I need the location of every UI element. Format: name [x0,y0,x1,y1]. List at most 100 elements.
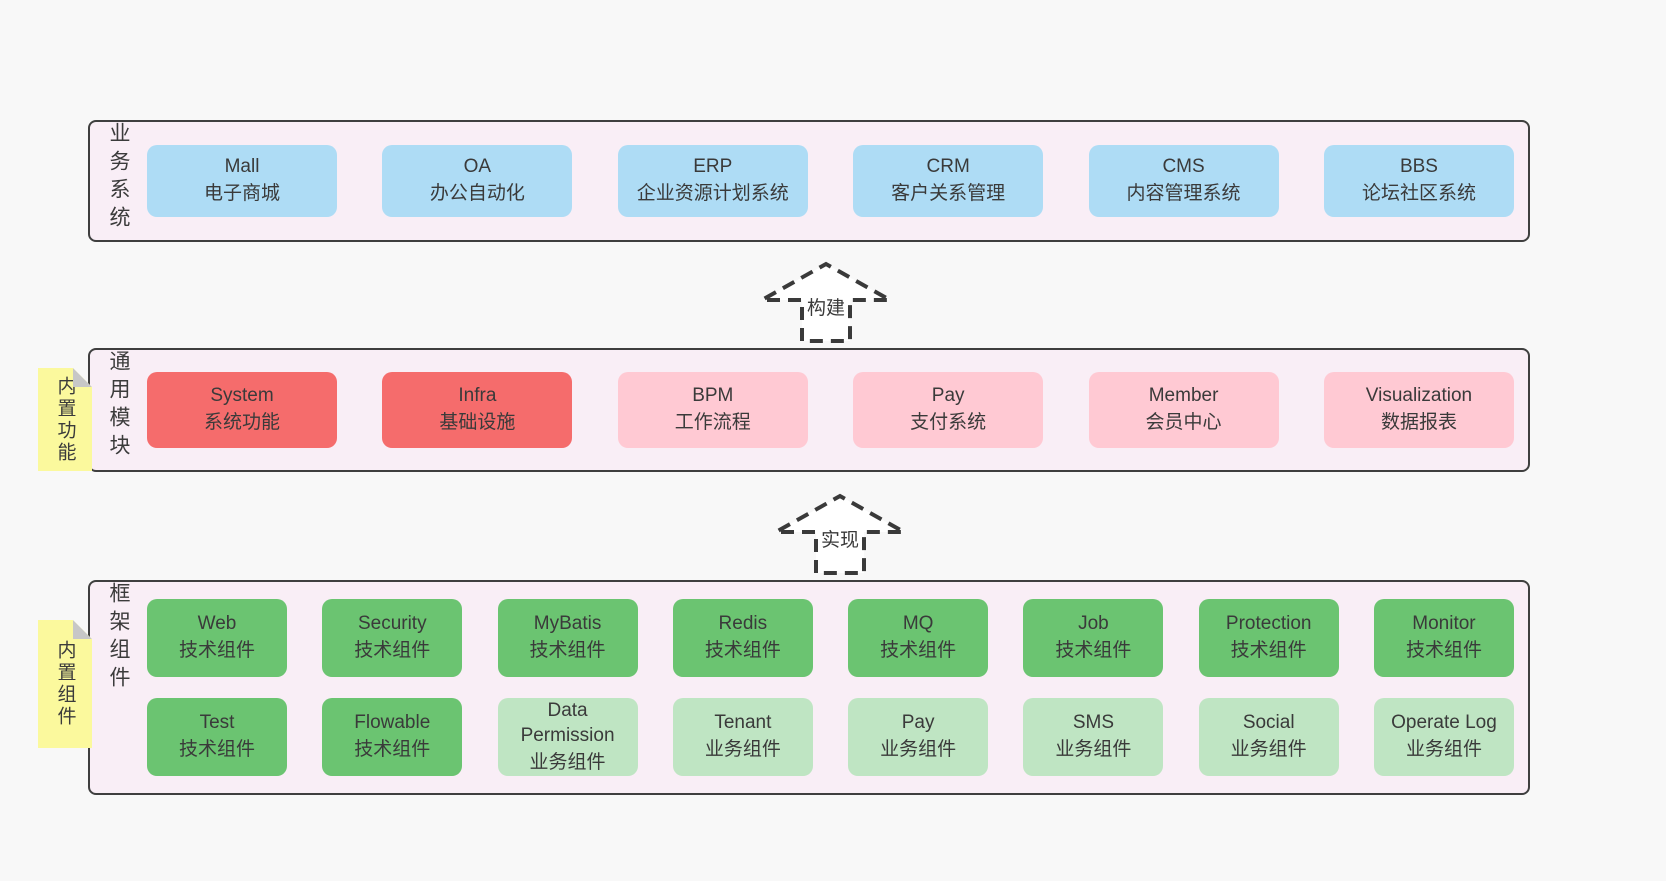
box-subtitle: 技术组件 [354,640,431,662]
box-title: Social [1242,712,1295,734]
box-title: Data Permission [520,699,615,747]
diagram-box-pay: Pay 业务组件 [848,698,989,776]
diagram-box-tenant: Tenant 业务组件 [672,698,813,776]
arrow-build: 构建 [756,255,896,343]
box-subtitle: 业务组件 [529,751,606,773]
box-subtitle: 技术组件 [1055,640,1132,662]
box-subtitle: 技术组件 [880,640,957,662]
diagram-box-mall: Mall 电子商城 [147,145,337,217]
box-title: Web [197,613,237,635]
box-title: System [210,385,274,407]
box-row: Mall 电子商城 OA 办公自动化 ERP 企业资源计划系统 CRM 客户关系管理 CMS 内容… [147,145,1514,217]
diagram-box-member: Member 会员中心 [1088,372,1279,448]
arrow-implement-label: 实现 [821,529,859,551]
box-subtitle: 论坛社区系统 [1361,183,1476,205]
box-title: Monitor [1412,613,1476,635]
box-subtitle: 客户关系管理 [891,183,1006,205]
box-subtitle: 系统功能 [203,412,280,434]
box-title: Protection [1225,613,1312,635]
box-title: Visualization [1365,385,1473,407]
box-title: MyBatis [533,613,602,635]
diagram-box-redis: Redis 技术组件 [672,599,813,677]
panel-label-business-systems: 业务系统 [107,122,130,234]
box-title: BPM [692,385,734,407]
box-title: BBS [1399,156,1438,178]
panel-business-systems: 业务系统 Mall 电子商城 OA 办公自动化 ERP 企业资源计划系统 CRM 客户关系管理… [88,120,1530,242]
box-subtitle: 基础设施 [439,412,516,434]
common-modules-boxes: System 系统功能 Infra 基础设施 BPM 工作流程 Pay 支付系统 Member 会… [147,350,1514,470]
box-subtitle: 数据报表 [1380,412,1457,434]
box-title: Mall [224,156,260,178]
diagram-box-job: Job 技术组件 [1023,599,1164,677]
sticky-note-built-in-components: 内置组件 [38,620,92,748]
diagram-box-web: Web 技术组件 [147,599,287,677]
diagram-box-oa: OA 办公自动化 [382,145,573,217]
box-row: System 系统功能 Infra 基础设施 BPM 工作流程 Pay 支付系统 Member 会… [147,372,1514,448]
box-subtitle: 技术组件 [1230,640,1307,662]
box-subtitle: 业务组件 [1230,739,1307,761]
box-subtitle: 技术组件 [1405,640,1482,662]
diagram-box-pay: Pay 支付系统 [853,372,1044,448]
box-title: Job [1078,613,1109,635]
up-arrow-dashed-icon: 实现 [770,493,910,575]
diagram-box-monitor: Monitor 技术组件 [1373,599,1514,677]
box-title: Tenant [714,712,772,734]
up-arrow-dashed-icon: 构建 [756,261,896,343]
box-subtitle: 技术组件 [704,640,781,662]
box-title: SMS [1072,712,1114,734]
box-title: Pay [901,712,935,734]
box-subtitle: 办公自动化 [429,183,525,205]
diagram-box-bpm: BPM 工作流程 [617,372,808,448]
box-title: CMS [1162,156,1205,178]
box-title: OA [463,156,492,178]
panel-label-framework-components: 框架组件 [107,582,130,694]
box-subtitle: 业务组件 [1405,739,1482,761]
box-subtitle: 技术组件 [354,739,431,761]
diagram-box-data-permission: Data Permission 业务组件 [497,698,638,776]
box-subtitle: 内容管理系统 [1126,183,1241,205]
box-subtitle: 企业资源计划系统 [636,183,789,205]
box-title: Security [357,613,427,635]
box-subtitle: 技术组件 [178,640,255,662]
box-subtitle: 电子商城 [203,183,280,205]
diagram-box-visualization: Visualization 数据报表 [1323,372,1514,448]
box-title: Operate Log [1391,712,1497,734]
business-systems-boxes: Mall 电子商城 OA 办公自动化 ERP 企业资源计划系统 CRM 客户关系管理 CMS 内容… [147,122,1514,240]
box-subtitle: 会员中心 [1145,412,1222,434]
box-title: Flowable [354,712,431,734]
diagram-box-mybatis: MyBatis 技术组件 [497,599,638,677]
box-subtitle: 支付系统 [910,412,987,434]
box-subtitle: 技术组件 [529,640,606,662]
box-title: ERP [693,156,733,178]
box-title: Redis [718,613,768,635]
sticky-note-built-in-features: 内置功能 [38,368,92,471]
box-title: Member [1148,385,1219,407]
diagram-box-infra: Infra 基础设施 [382,372,573,448]
arrow-implement: 实现 [770,487,910,575]
diagram-box-flowable: Flowable 技术组件 [322,698,463,776]
diagram-box-erp: ERP 企业资源计划系统 [617,145,808,217]
diagram-box-crm: CRM 客户关系管理 [853,145,1044,217]
box-subtitle: 业务组件 [880,739,957,761]
diagram-box-security: Security 技术组件 [322,599,463,677]
sticky-note-label: 内置组件 [54,640,76,728]
box-title: Test [199,712,235,734]
box-subtitle: 工作流程 [674,412,751,434]
box-title: Pay [931,385,965,407]
diagram-box-social: Social 业务组件 [1198,698,1339,776]
box-subtitle: 业务组件 [704,739,781,761]
diagram-box-bbs: BBS 论坛社区系统 [1323,145,1514,217]
diagram-box-cms: CMS 内容管理系统 [1088,145,1279,217]
box-title: CRM [926,156,970,178]
box-subtitle: 业务组件 [1055,739,1132,761]
box-title: Infra [458,385,497,407]
sticky-note-label: 内置功能 [54,375,76,464]
diagram-box-sms: SMS 业务组件 [1023,698,1164,776]
